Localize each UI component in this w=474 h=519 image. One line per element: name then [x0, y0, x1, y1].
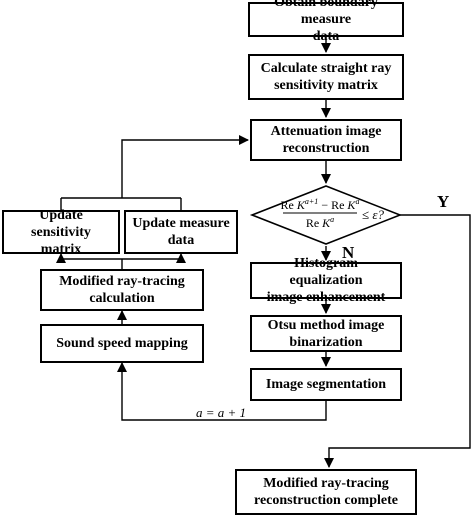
decision-diamond	[249, 185, 403, 245]
loop-counter-label: a = a + 1	[196, 405, 247, 420]
node-modified-ray-tracing-calculation: Modified ray-tracing calculation	[40, 269, 204, 311]
node-update-measure-data: Update measure data	[124, 210, 238, 254]
node-straight-ray-matrix: Calculate straight ray sensitivity matri…	[248, 54, 404, 100]
node-otsu-binarization: Otsu method image binarization	[250, 315, 402, 352]
branch-label-yes: Y	[437, 192, 450, 211]
arrow-yes-branch	[324, 214, 471, 468]
decision-threshold: ≤ ε?	[362, 207, 385, 222]
branch-label-no: N	[342, 243, 355, 262]
node-update-sensitivity-matrix: Update sensitivity matrix	[2, 208, 120, 257]
decision-numerator: Re Ka+1 − Re Ka	[281, 197, 360, 212]
node-histogram-equalization: Histogram equalization image enhancement	[250, 256, 402, 305]
node-obtain-boundary-data: Obtain boundary measure data	[248, 0, 404, 44]
node-image-segmentation: Image segmentation	[250, 368, 402, 401]
node-attenuation-reconstruction: Attenuation image reconstruction	[250, 119, 402, 161]
arrow-merge-to-attenuation	[121, 135, 249, 198]
node-sound-speed-mapping: Sound speed mapping	[40, 324, 204, 363]
node-reconstruction-complete: Modified ray-tracing reconstruction comp…	[235, 469, 417, 515]
arrow-loop-back	[117, 362, 327, 421]
decision-denominator: Re Ka	[306, 215, 334, 230]
